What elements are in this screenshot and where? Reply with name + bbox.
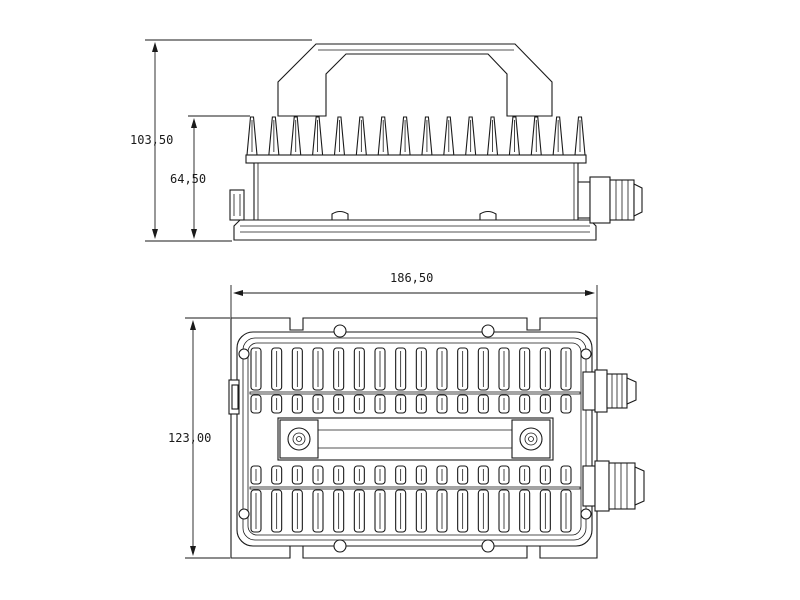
dim-label-width: 186,50 <box>390 271 433 285</box>
side-view: 103,50 64,50 <box>130 39 643 242</box>
housing-top-inner <box>242 337 587 541</box>
dim-label-depth: 123,00 <box>168 431 211 445</box>
handle <box>277 43 553 117</box>
handle-screw-left <box>287 427 311 451</box>
mount-bosses <box>238 324 592 553</box>
housing-body <box>253 162 579 221</box>
dim-label-overall-height: 103,50 <box>130 133 173 147</box>
top-fins <box>249 347 581 533</box>
handle-screw-right <box>519 427 543 451</box>
top-cable-gland-upper <box>582 369 637 413</box>
dimension-body-height: 64,50 <box>170 115 250 239</box>
side-boss-left <box>331 210 349 220</box>
dimension-width: 186,50 <box>230 271 598 318</box>
fin-base <box>245 154 587 164</box>
top-cable-gland-lower <box>582 460 645 512</box>
side-fins <box>246 116 586 156</box>
dimension-overall-height: 103,50 <box>130 39 312 242</box>
side-clip <box>229 189 245 221</box>
dim-label-body-height: 64,50 <box>170 172 206 186</box>
dimension-depth: 123,00 <box>168 317 230 559</box>
side-cable-gland <box>577 176 643 224</box>
top-handle-bar <box>277 417 554 461</box>
top-view: 186,50 123,00 <box>168 271 645 559</box>
side-boss-right <box>479 210 497 220</box>
base-flange <box>233 219 597 241</box>
top-side-clip <box>228 379 240 415</box>
